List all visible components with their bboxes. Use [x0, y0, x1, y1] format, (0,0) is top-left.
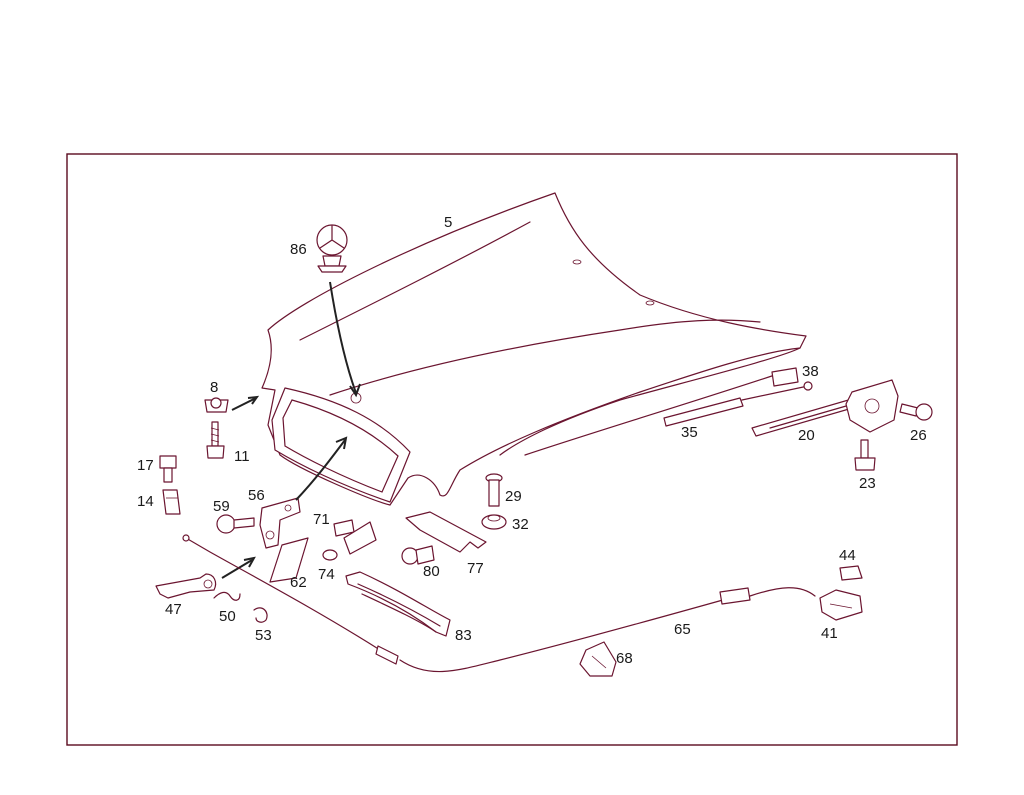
label-23: 23: [859, 475, 876, 492]
part-35-gas-strut: [663, 381, 813, 427]
label-5: 5: [444, 214, 452, 231]
part-23-bolt: [854, 439, 876, 471]
label-41: 41: [821, 625, 838, 642]
label-26: 26: [910, 427, 927, 444]
part-83-grille-trim: [345, 571, 451, 637]
part-80-buffer: [401, 545, 435, 565]
diagram-frame: [66, 153, 958, 746]
label-77: 77: [467, 560, 484, 577]
emblem-arrow: [329, 281, 357, 394]
label-38: 38: [802, 363, 819, 380]
part-17-bolt: [159, 455, 177, 483]
label-74: 74: [318, 566, 335, 583]
label-62: 62: [290, 574, 307, 591]
label-68: 68: [616, 650, 633, 667]
label-65: 65: [674, 621, 691, 638]
label-86: 86: [290, 241, 307, 258]
label-32: 32: [512, 516, 529, 533]
part-26-bolt: [899, 403, 933, 421]
label-83: 83: [455, 627, 472, 644]
label-47: 47: [165, 601, 182, 618]
label-71: 71: [313, 511, 330, 528]
part-50-spring: [213, 591, 241, 601]
label-35: 35: [681, 424, 698, 441]
part-44-clip: [839, 565, 863, 581]
part-11-screw: [206, 421, 225, 459]
label-59: 59: [213, 498, 230, 515]
part-53-clip: [253, 607, 268, 623]
label-56: 56: [248, 487, 265, 504]
part-68-clip: [579, 641, 617, 677]
label-50: 50: [219, 608, 236, 625]
part-8-clip: [204, 395, 260, 413]
part-47-lever: [155, 556, 256, 599]
part-74-grommet: [322, 549, 338, 561]
part-62-bracket: [269, 537, 309, 583]
label-80: 80: [423, 563, 440, 580]
part-77-seal: [405, 511, 487, 553]
part-65-release-cable: [182, 534, 816, 673]
label-11: 11: [234, 448, 250, 465]
label-17: 17: [137, 457, 154, 474]
part-38-clip: [771, 367, 799, 387]
label-53: 53: [255, 627, 272, 644]
part-71-clip: [333, 519, 377, 555]
part-14-clip: [162, 489, 181, 515]
part-56-latch: [259, 436, 348, 549]
label-8: 8: [210, 379, 218, 396]
part-59-bolt: [216, 514, 255, 534]
callout-labels: 5 86 8 11 17 14 59 56 62 71 74 80 77 29 …: [137, 214, 927, 667]
label-20: 20: [798, 427, 815, 444]
part-41-release-handle: [819, 589, 863, 621]
star-emblem: [316, 224, 348, 273]
label-29: 29: [505, 488, 522, 505]
label-14: 14: [137, 493, 154, 510]
hinge-assembly: [845, 379, 899, 433]
part-29-bolt: [485, 473, 503, 507]
part-32-buffer: [481, 514, 507, 530]
label-44: 44: [839, 547, 856, 564]
